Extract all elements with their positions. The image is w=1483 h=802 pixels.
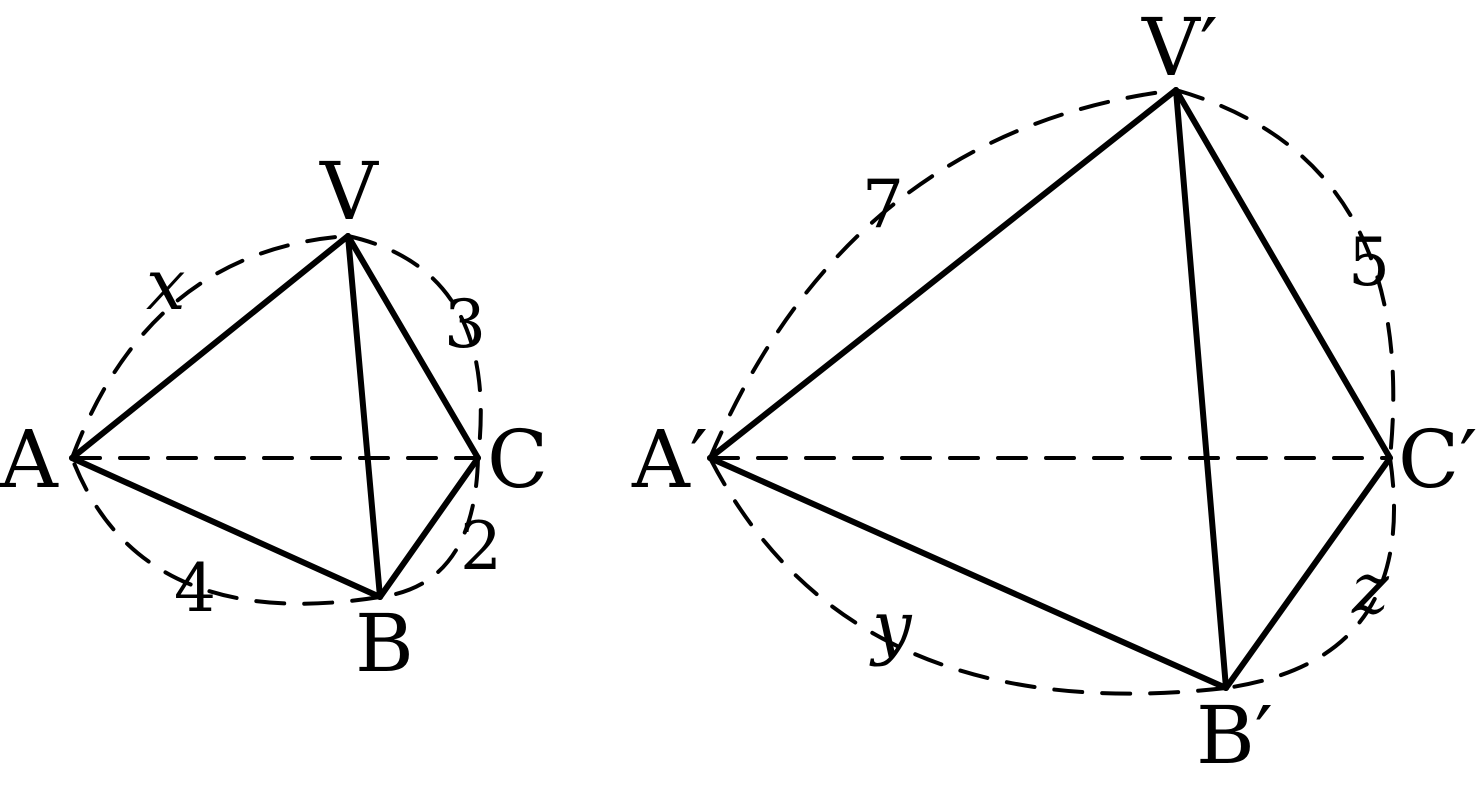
small-arc-vc (346, 234, 483, 460)
vertex-label-v-prime: V′ (1142, 1, 1218, 94)
arc-label-3: 3 (444, 286, 486, 363)
small-edge-vb (345, 233, 383, 600)
large-arc-av (708, 88, 1178, 460)
small-edge-ab (69, 455, 383, 600)
arc-label-y: y (872, 586, 912, 668)
vertex-label-b-prime: B′ (1196, 689, 1273, 782)
small-arc-ba (70, 456, 382, 606)
arc-label-4: 4 (174, 550, 216, 627)
large-edge-bc (1223, 455, 1393, 691)
vertex-label-v: V (320, 145, 378, 238)
large-edge-ab (707, 455, 1229, 691)
large-edge-av (707, 87, 1179, 461)
large-edge-vb (1173, 87, 1229, 691)
arc-label-5: 5 (1348, 224, 1390, 301)
large-arc-vc (1174, 88, 1396, 460)
vertex-label-b: B (355, 597, 414, 690)
large-arc-cb (1224, 456, 1396, 690)
small-edge-bc (377, 455, 481, 600)
arc-label-z: z (1352, 548, 1389, 630)
arc-label-x: x (146, 244, 186, 326)
small-edge-vc (345, 233, 481, 461)
arc-label-7: 7 (862, 166, 904, 243)
arc-label-2: 2 (460, 508, 502, 585)
small-pyramid (69, 233, 483, 606)
vertex-label-a: A (0, 413, 58, 506)
small-arc-av (70, 234, 350, 460)
large-arc-ba (708, 456, 1228, 696)
vertex-label-c: C (487, 413, 549, 506)
large-edge-vc (1173, 87, 1393, 461)
small-edge-av (69, 233, 351, 461)
vertex-label-a-prime: A′ (632, 413, 708, 506)
large-pyramid (707, 87, 1396, 696)
small-arc-cb (378, 456, 480, 599)
vertex-label-c-prime: C′ (1398, 413, 1478, 506)
